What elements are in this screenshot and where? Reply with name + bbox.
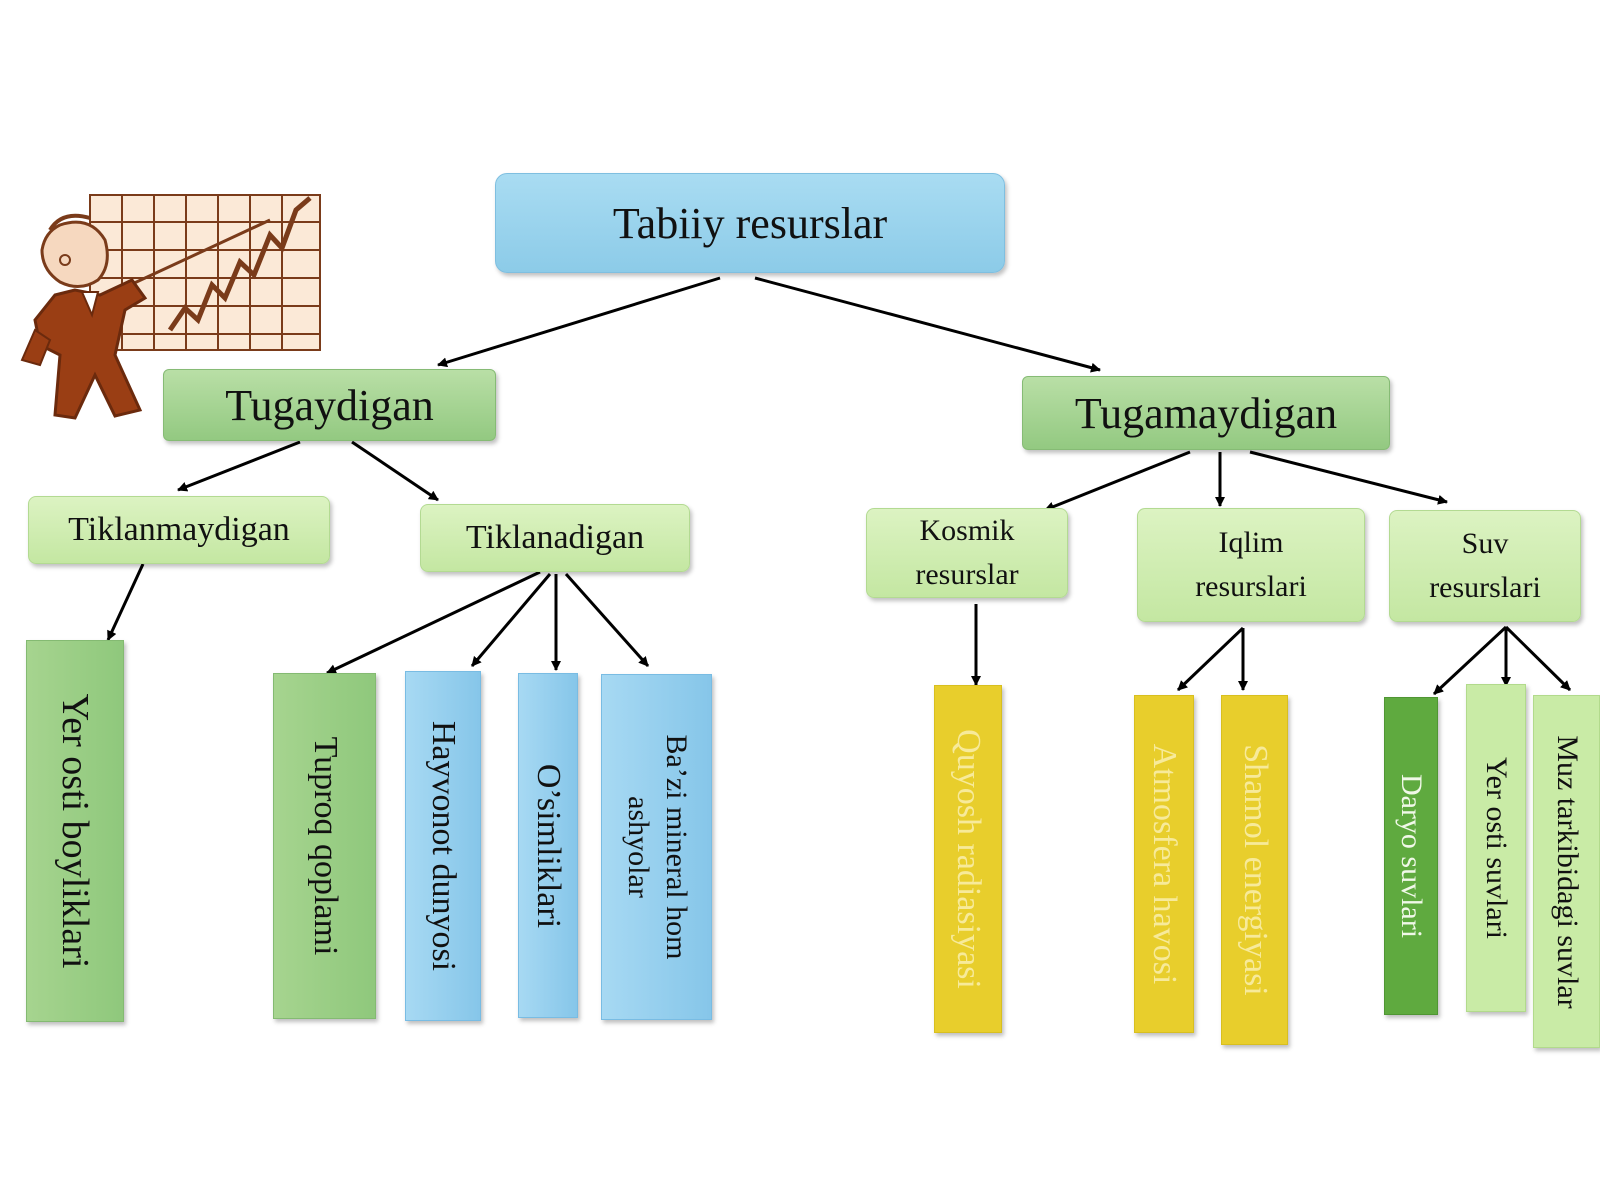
tiklanmaydigan-label: Tiklanmaydigan (68, 511, 290, 548)
arrow-tiklan-tuproq (326, 570, 541, 675)
arrow-iqlim-atmos (1176, 626, 1245, 692)
leaf-muz-tarkibidagi-suvlar: Muz tarkibidagi suvlar (1533, 695, 1600, 1048)
leaf-atmosfera-havosi: Atmosfera havosi (1134, 695, 1194, 1033)
arrow-tugam-kosmik (1044, 450, 1191, 512)
leaf-yer-osti-suvlari: Yer osti suvlari (1466, 684, 1526, 1012)
leaf-tuproq-qoplami: Tuproq qoplami (273, 673, 376, 1019)
leaf-quyosh-radiasiyasi: Quyosh radiasiyasi (934, 685, 1002, 1033)
leaf-label: Quyosh radiasiyasi (950, 729, 987, 989)
leaf-hayvonot-dunyosi: Hayvonot dunyosi (405, 671, 481, 1021)
arrow-tiklanmay-yer (106, 563, 145, 641)
node-tugaydigan: Tugaydigan (163, 369, 496, 441)
arrow-root-tugaydigan (437, 276, 721, 368)
arrow-tiklan-mineral (564, 573, 650, 667)
leaf-label: Yer osti suvlari (1480, 757, 1513, 939)
leaf-label: Daryo suvlari (1395, 773, 1428, 939)
leaf-label: Muz tarkibidagi suvlar (1550, 734, 1584, 1009)
arrow-suv-daryo (1432, 625, 1508, 696)
arrow-root-tugamaydigan (754, 276, 1101, 373)
leaf-label: Atmosfera havosi (1146, 743, 1183, 985)
arrow-tugam-suv (1249, 450, 1448, 505)
leaf-label: Shamol energiyasi (1236, 744, 1274, 996)
leaf-label: Tuproq qoplami (306, 736, 344, 956)
node-tiklanmaydigan: Tiklanmaydigan (28, 496, 330, 564)
arrow-tug-tiklan (351, 440, 439, 502)
leaf-osimliklari: O’simliklari (518, 673, 578, 1018)
leaf-label: Hayvonot dunyosi (425, 720, 462, 972)
root-node-tabiiy-resurslar: Tabiiy resurslar (495, 173, 1005, 273)
arrow-suv-muz (1504, 625, 1572, 692)
node-tugamaydigan: Tugamaydigan (1022, 376, 1390, 450)
leaf-daryo-suvlari: Daryo suvlari (1384, 697, 1438, 1015)
node-tiklanadigan: Tiklanadigan (420, 504, 690, 572)
leaf-shamol-energiyasi: Shamol energiyasi (1221, 695, 1288, 1045)
leaf-label: O’simliklari (530, 763, 567, 928)
man-pointing-at-growth-chart-icon (20, 194, 321, 420)
leaf-label: Yer osti boyliklari (54, 693, 96, 969)
root-label: Tabiiy resurslar (612, 198, 888, 248)
tiklanadigan-label: Tiklanadigan (465, 519, 645, 556)
leaf-yer-osti-boyliklari: Yer osti boyliklari (26, 640, 124, 1022)
tugamaydigan-label: Tugamaydigan (1074, 388, 1338, 438)
arrow-tug-tiklanmay (177, 440, 301, 492)
arrow-tiklan-hayvonot (470, 573, 552, 667)
tugaydigan-label: Tugaydigan (225, 380, 434, 430)
